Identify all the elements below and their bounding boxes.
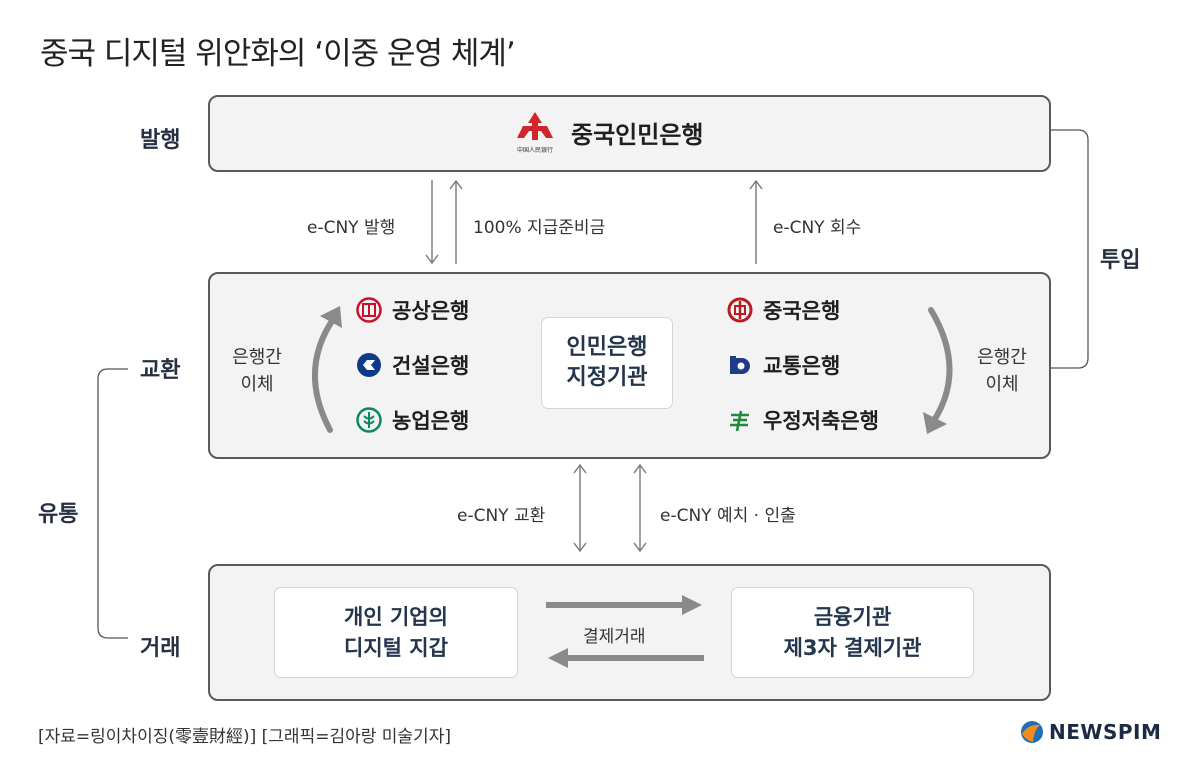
bank-ccb: 건설은행 — [356, 350, 469, 380]
flow-exchange: e-CNY 교환 — [457, 506, 546, 526]
label-circulation: 유통 — [38, 502, 79, 527]
digital-wallet-box: 개인 기업의 디지털 지갑 — [274, 587, 518, 678]
boc-logo-icon — [727, 297, 753, 323]
designated-institutions-box: 인민은행 지정기관 — [541, 317, 673, 409]
bank-boc: 중국은행 — [727, 295, 840, 325]
label-transaction: 거래 — [140, 636, 181, 661]
transfer-left: 은행간 이체 — [232, 347, 282, 395]
flow-reserve: 100% 지급준비금 — [473, 218, 606, 238]
flow-issue: e-CNY 발행 — [307, 218, 396, 238]
interbank-arrow-right — [923, 307, 953, 434]
newspim-logo: NEWSPIM — [1020, 720, 1161, 744]
pboc-logo: 中国人民银行 — [515, 110, 555, 154]
icbc-logo-icon — [356, 297, 382, 323]
transfer-right: 은행간 이체 — [977, 347, 1027, 395]
bank-abc: 농업은행 — [356, 405, 469, 435]
flow-deposit: e-CNY 예치 · 인출 — [660, 506, 796, 526]
bocom-logo-icon — [730, 356, 750, 374]
label-exchange: 교환 — [140, 358, 181, 383]
psbc-logo-icon — [730, 410, 749, 432]
interbank-arrow-left — [312, 306, 342, 433]
flow-recall: e-CNY 회수 — [773, 218, 862, 238]
issue-panel — [208, 95, 1051, 172]
bank-bocom: 교통은행 — [727, 350, 840, 380]
bank-icbc: 공상은행 — [356, 295, 469, 325]
pboc-logo-text: 中国人民银行 — [516, 147, 553, 154]
pboc-issuer: 中国人民银行 중국인민은행 — [515, 110, 703, 154]
page-title: 중국 디지털 위안화의 ‘이중 운영 체계’ — [40, 36, 516, 72]
newspim-brand: NEWSPIM — [1049, 720, 1162, 744]
abc-logo-icon — [356, 407, 382, 433]
label-input: 투입 — [1100, 248, 1141, 273]
source-credit: [자료=링이차이징(零壹財經)] [그래픽=김아랑 미술기자] — [38, 727, 451, 747]
newspim-mark-icon — [1021, 721, 1043, 743]
label-issue: 발행 — [140, 128, 181, 153]
financial-institution-box: 금융기관 제3자 결제기관 — [731, 587, 974, 678]
pboc-name: 중국인민은행 — [571, 120, 704, 149]
pboc-emblem-icon — [517, 112, 553, 140]
flow-payment: 결제거래 — [583, 627, 646, 647]
bank-psbc: 우정저축은행 — [727, 405, 879, 435]
payment-arrows — [546, 595, 704, 668]
ccb-logo-icon — [357, 353, 381, 377]
